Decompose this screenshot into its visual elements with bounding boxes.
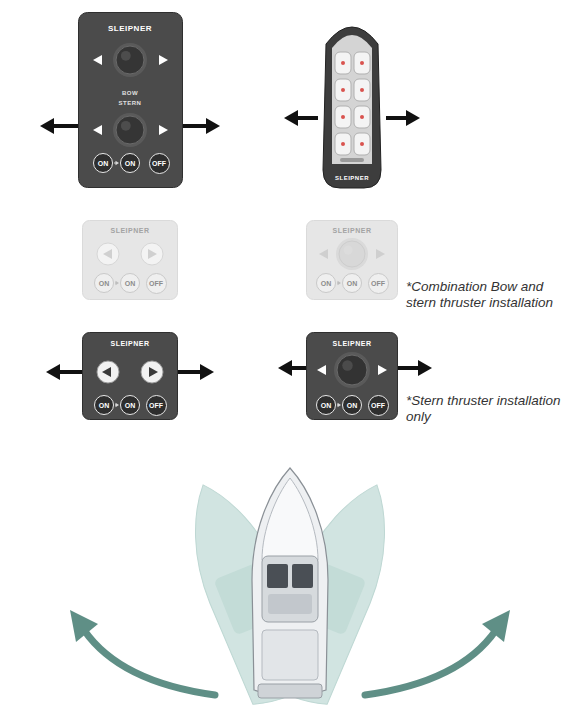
caption-note: *Stern thruster installation only <box>406 393 574 425</box>
button-label: OFF <box>149 402 163 409</box>
button-label: ON <box>347 402 358 409</box>
button-label: OFF <box>371 402 385 409</box>
ghost-boat-right <box>256 471 412 710</box>
button: ON <box>120 395 140 415</box>
button-label: OFF <box>152 160 166 167</box>
button-label: ON <box>321 280 332 287</box>
button-label: ON <box>347 280 358 287</box>
ghost-boat-left <box>168 471 324 710</box>
button: ON <box>93 153 113 173</box>
button: ON <box>342 273 362 293</box>
button: ON <box>94 395 114 415</box>
control-panel: SLEIPNER ON ON OFF <box>306 220 398 300</box>
thruster-label: STERN <box>119 100 142 106</box>
button: ON <box>316 395 336 415</box>
brand-name: SLEIPNER <box>335 175 369 181</box>
thruster-label: BOW <box>122 90 138 96</box>
button-label: ON <box>125 160 136 167</box>
brand-name: SLEIPNER <box>110 340 149 347</box>
control-panel: SLEIPNER ON ON OFF <box>82 220 178 300</box>
button: OFF <box>146 395 167 416</box>
button-label: OFF <box>149 280 163 287</box>
button: ON <box>120 153 140 173</box>
button-label: ON <box>125 280 136 287</box>
button: OFF <box>368 395 389 416</box>
brand-name: SLEIPNER <box>110 227 149 234</box>
button-label: ON <box>99 280 110 287</box>
button: ON <box>316 273 336 293</box>
button: ON <box>342 395 362 415</box>
button: OFF <box>368 273 389 294</box>
button: OFF <box>146 273 167 294</box>
caption-note: *Combination Bow and stern thruster inst… <box>406 279 574 311</box>
control-panel: SLEIPNER ON ON OFF <box>306 332 398 420</box>
brand-name: SLEIPNER <box>332 340 371 347</box>
button-label: OFF <box>371 280 385 287</box>
brand-name: SLEIPNER <box>108 25 152 33</box>
turn-arrows <box>70 610 510 695</box>
boat <box>252 468 328 698</box>
panel-outline <box>318 12 386 190</box>
button-label: ON <box>321 402 332 409</box>
button: OFF <box>149 153 170 174</box>
control-panel: SLEIPNER BOW STERN ON ON OFF <box>78 12 183 188</box>
button: ON <box>120 273 140 293</box>
control-panel: SLEIPNER ON ON OFF <box>82 332 178 420</box>
button-label: ON <box>98 160 109 167</box>
brand-name: SLEIPNER <box>332 227 371 234</box>
remote-control: SLEIPNER <box>318 12 386 190</box>
button: ON <box>94 273 114 293</box>
button-label: ON <box>99 402 110 409</box>
button-label: ON <box>125 402 136 409</box>
